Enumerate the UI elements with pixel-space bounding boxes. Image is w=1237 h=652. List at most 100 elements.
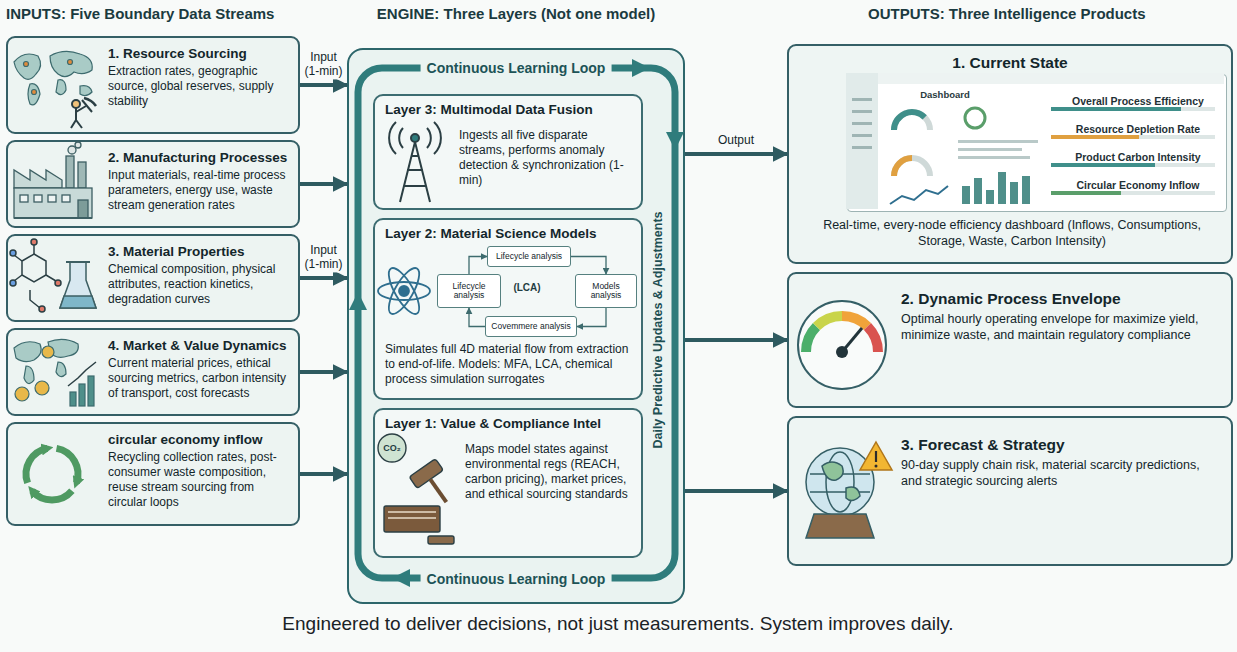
crystal-ball-icon [810, 474, 870, 492]
law-icon [378, 434, 459, 544]
layer-box: Layer 2: Material Science ModelsSimulate… [373, 218, 643, 400]
dashboard-graphics [894, 158, 930, 176]
column-heading: INPUTS: Five Boundary Data Streams [6, 5, 274, 22]
stream-description: Recycling collection rates, post-consume… [108, 450, 292, 510]
layer-box: Layer 1: Value & Compliance IntelMaps mo… [373, 408, 643, 558]
stream-title: circular economy inflow [108, 432, 292, 447]
dashboard-graphics [846, 73, 878, 209]
edge-label: Input (1-min) [302, 51, 345, 79]
edge-label: Output [717, 134, 755, 148]
warning-icon [860, 442, 892, 470]
column-heading: ENGINE: Three Layers (Not one model) [377, 5, 655, 22]
market-icon [35, 381, 49, 395]
crystal-ball-icon [826, 452, 854, 512]
product-title: 3. Forecast & Strategy [901, 436, 1221, 454]
market-icon [14, 342, 41, 362]
atom-icon [383, 264, 425, 318]
dashboard-graphics [998, 172, 1006, 204]
miner-icon [71, 106, 86, 128]
factory-icon [78, 200, 88, 218]
law-icon [428, 536, 454, 544]
recycle-icon [32, 491, 72, 500]
factory-icon [68, 146, 76, 154]
map-icon [14, 54, 41, 79]
caption: Engineered to deliver decisions, not jus… [282, 613, 953, 635]
stream-description: Current material prices, ethical sourcin… [108, 356, 292, 401]
law-icon [430, 479, 446, 502]
warning-icon [875, 451, 877, 462]
metric-label: Overall Process Efficiency [1054, 95, 1222, 107]
market-icon [48, 339, 78, 357]
stream-title: 3. Material Properties [108, 244, 292, 259]
molecule-icon [10, 280, 16, 286]
dashboard-graphics [958, 156, 1030, 159]
layer-description: Simulates full 4D material flow from ext… [385, 342, 637, 387]
gauge-icon [817, 316, 843, 327]
cycle-arrow [577, 308, 606, 327]
market-icon [79, 384, 85, 406]
dashboard-graphics [1010, 182, 1018, 204]
flow-arrow [300, 182, 347, 186]
map-icon [80, 86, 92, 96]
market-icon [14, 339, 96, 406]
factory-icon [20, 195, 28, 202]
dashboard-graphics [1051, 135, 1215, 139]
layer-description: Ingests all five disparate streams, perf… [459, 128, 637, 188]
factory-icon [66, 156, 74, 188]
flow-arrow [300, 276, 347, 280]
dashboard-graphics [894, 112, 925, 130]
map-icon [68, 60, 73, 65]
recycle-icon [26, 448, 78, 500]
model-step-label: Models analysis [578, 282, 634, 301]
icon-label: CO₂ [383, 443, 401, 453]
stream-title: 4. Market & Value Dynamics [108, 338, 292, 353]
gauge-icon [842, 328, 862, 352]
cycle-arrow [469, 308, 485, 327]
flow-arrow [685, 338, 787, 342]
dashboard-graphics [852, 110, 872, 113]
input-box: 1. Resource SourcingExtraction rates, ge… [6, 36, 300, 134]
output-box: 3. Forecast & Strategy90-day supply chai… [787, 416, 1233, 566]
stream-description: Extraction rates, geographic source, glo… [108, 64, 292, 109]
dashboard-graphics [852, 98, 872, 101]
market-icon [68, 362, 96, 386]
loop-band [392, 569, 410, 587]
loop-label: Continuous Learning Loop [421, 60, 612, 76]
dashboard-graphics [878, 73, 1224, 84]
dashboard-graphics [986, 190, 994, 204]
layer-title: Layer 2: Material Science Models [385, 226, 637, 241]
loop-label: Daily Predictive Updates & Adjustments [651, 211, 665, 448]
map-icon [56, 80, 66, 95]
factory-icon [48, 195, 56, 202]
screen-title: Dashboard [890, 89, 1000, 100]
flask-icon [60, 296, 96, 308]
product-description: Real-time, every-node efficiency dashboa… [809, 218, 1215, 249]
stream-title: 2. Manufacturing Processes [108, 150, 292, 165]
flask-icon [66, 261, 90, 263]
cycle-arrow [469, 257, 487, 275]
molecule-icon [22, 254, 46, 282]
dashboard-graphics [852, 122, 872, 125]
map-icon [14, 51, 92, 104]
crystal-ball-icon [822, 462, 843, 480]
model-step-box: Lifecycle analysis [437, 274, 501, 308]
layer-title: Layer 3: Multimodal Data Fusion [385, 102, 637, 117]
factory-icon [14, 170, 62, 188]
factory-icon [75, 142, 81, 148]
factory-icon [14, 142, 92, 218]
edge-label: Input (1-min) [302, 244, 345, 272]
molecule-icon [30, 290, 40, 308]
metric-label: Resource Depletion Rate [1054, 123, 1222, 135]
flask-icon [60, 262, 96, 308]
dashboard-graphics [1051, 191, 1121, 195]
atom-icon [399, 286, 409, 296]
dashboard-graphics [1051, 163, 1215, 167]
antenna-icon [427, 122, 441, 154]
dashboard-graphics [852, 134, 872, 137]
market-icon [88, 376, 94, 406]
market-icon [70, 392, 76, 406]
miner-icon [82, 100, 92, 112]
layer-box: Layer 3: Multimodal Data FusionIngests a… [373, 94, 643, 210]
